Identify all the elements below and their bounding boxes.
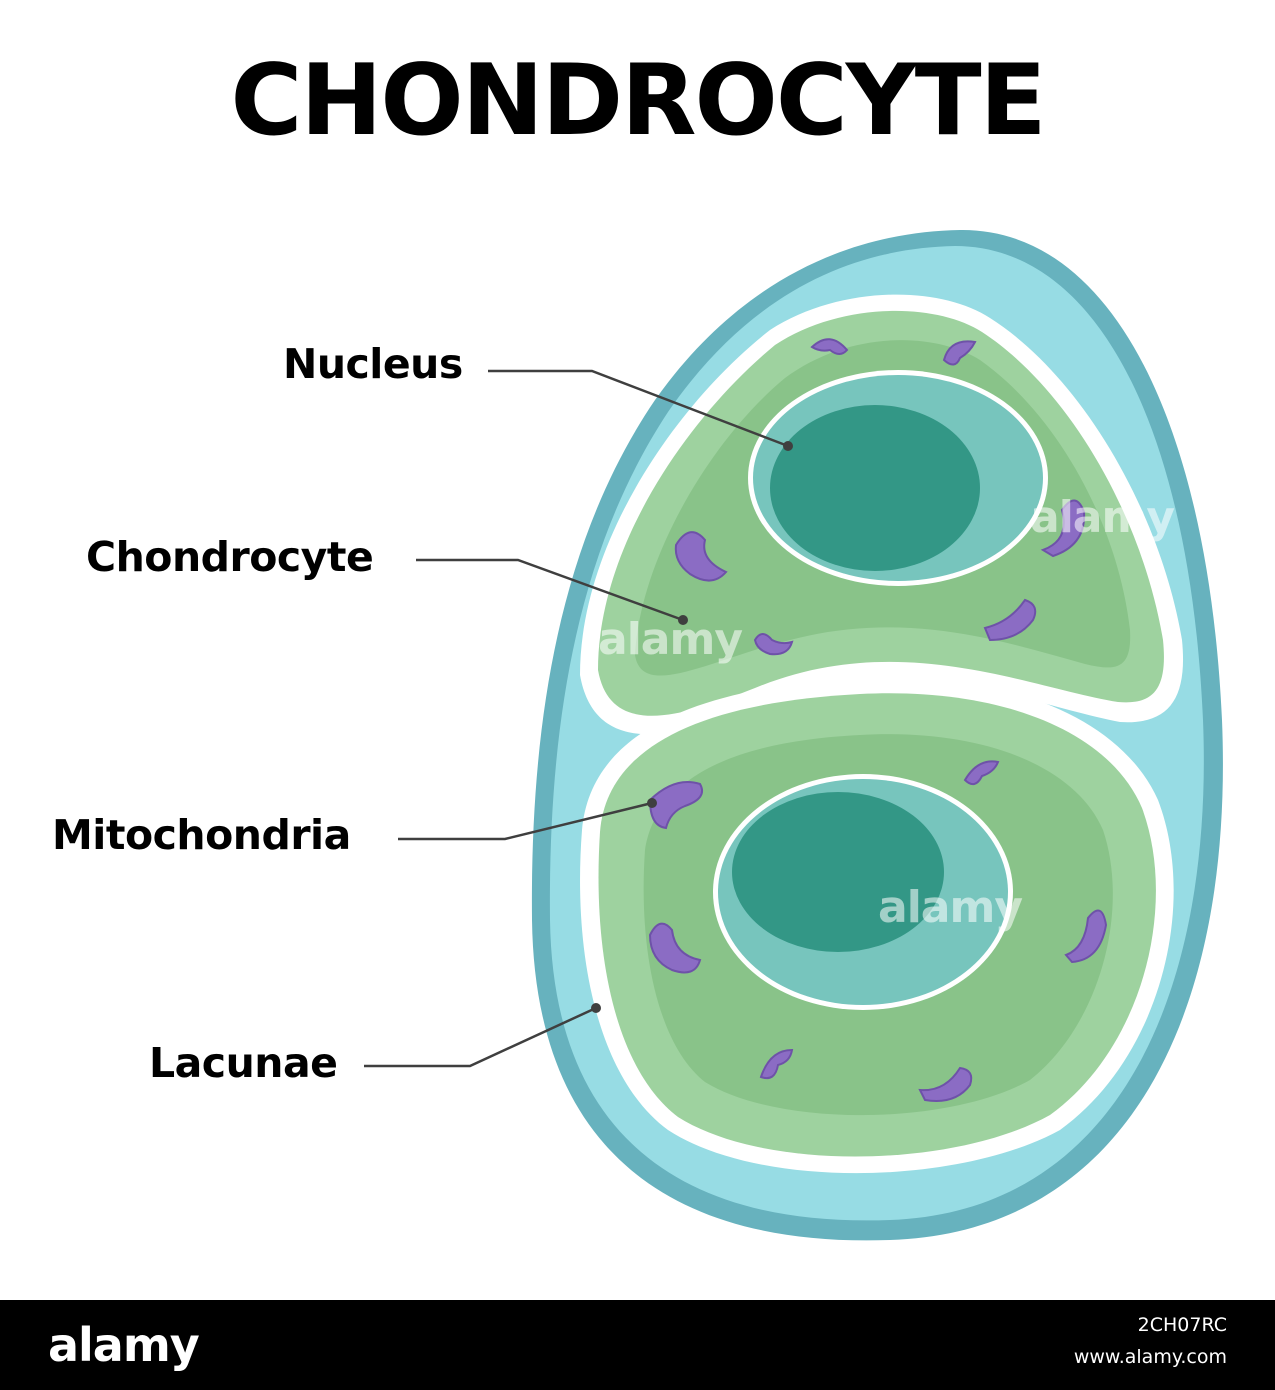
leader-dots [591, 441, 793, 1013]
mitochondrion-6 [983, 598, 1037, 642]
label-nucleus: Nucleus [283, 340, 463, 388]
nucleus-leader-line [488, 369, 789, 448]
mitochondria-pointer-dot [647, 798, 657, 808]
lacunae-leader-line [364, 1006, 597, 1068]
mitochondrion-8 [963, 760, 1000, 786]
mitochondrion-2 [942, 340, 977, 366]
footer-logo: alamy [48, 1318, 200, 1372]
watermark-left: alamy [598, 614, 743, 665]
mitochondrion-7 [648, 781, 704, 830]
mitochondrion-1 [810, 338, 849, 355]
label-chondrocyte: Chondrocyte [86, 533, 374, 581]
mitochondria-leader-line [398, 801, 653, 841]
upper-nucleolus [770, 405, 980, 571]
lower-nucleolus [732, 792, 944, 952]
site-url: www.alamy.com [1073, 1346, 1227, 1368]
lacunae-pointer-dot [591, 1003, 601, 1013]
mitochondrion-3 [674, 531, 728, 582]
mitochondrion-5 [753, 633, 794, 656]
chondrocyte-leader-line [416, 558, 684, 622]
watermark-upper: alamy [1030, 492, 1175, 543]
footer-bar: alamy 2CH07RC www.alamy.com [0, 1300, 1275, 1390]
watermark-center: alamy [878, 882, 1023, 933]
chondrocyte-diagram [364, 229, 1223, 1241]
chondrocyte-pointer-dot [678, 615, 688, 625]
leader-lines [364, 369, 789, 1068]
label-lacunae: Lacunae [149, 1039, 338, 1087]
label-mitochondria: Mitochondria [52, 811, 351, 859]
mitochondrion-9 [648, 922, 702, 974]
mitochondrion-4 [1040, 499, 1086, 558]
mitochondrion-12 [918, 1066, 973, 1102]
mitochondrion-11 [759, 1048, 794, 1080]
footer-info: 2CH07RC www.alamy.com [1074, 1314, 1227, 1378]
mitochondria-group [648, 338, 1108, 1102]
image-id: 2CH07RC [1137, 1314, 1227, 1336]
mitochondrion-10 [1064, 909, 1108, 964]
nucleus-pointer-dot [783, 441, 793, 451]
diagram-title: CHONDROCYTE [230, 44, 1046, 158]
